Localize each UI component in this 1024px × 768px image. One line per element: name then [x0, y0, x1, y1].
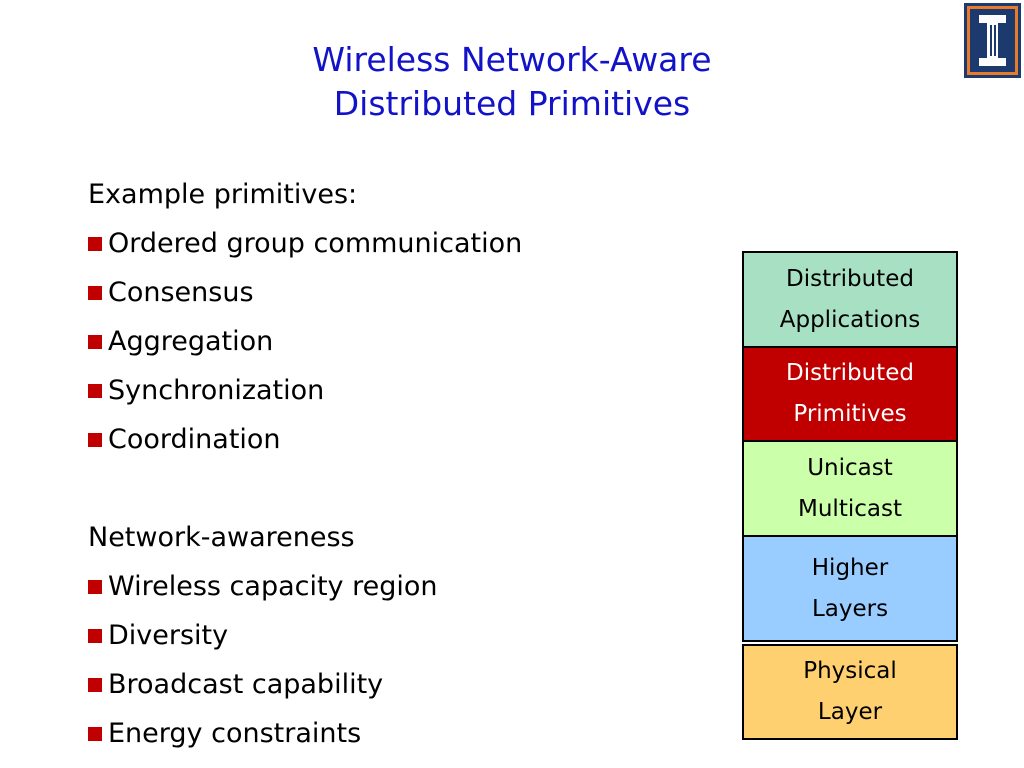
bullet-content: Example primitives: Ordered group commun…	[88, 170, 522, 758]
layer-distributed-primitives: Distributed Primitives	[742, 346, 958, 442]
illinois-logo-icon	[964, 3, 1021, 78]
section-heading-network-awareness: Network-awareness	[88, 522, 355, 553]
layer-unicast-multicast: Unicast Multicast	[742, 440, 958, 537]
section-heading-primitives: Example primitives:	[88, 179, 358, 210]
layer-label-line-2: Layers	[811, 595, 889, 622]
bullet-item: Ordered group communication	[88, 219, 522, 268]
bullet-text: Ordered group communication	[108, 228, 523, 259]
layer-label-line-1: Unicast	[807, 454, 893, 481]
bullet-text: Coordination	[108, 424, 281, 455]
bullet-item: Coordination	[88, 415, 522, 464]
bullet-item: Broadcast capability	[88, 660, 522, 709]
bullet-text: Diversity	[108, 620, 229, 651]
layer-physical-layer: Physical Layer	[742, 644, 958, 740]
bullet-item: Aggregation	[88, 317, 522, 366]
section-spacer	[88, 464, 522, 513]
layer-label-line-1: Physical	[803, 658, 897, 684]
layer-higher-layers: Higher Layers	[742, 535, 958, 642]
square-bullet-icon	[88, 677, 102, 692]
bullet-item: Diversity	[88, 611, 522, 660]
layer-label-line-1: Higher	[811, 554, 889, 581]
bullet-text: Energy constraints	[108, 718, 362, 749]
square-bullet-icon	[88, 334, 102, 349]
bullet-text: Wireless capacity region	[108, 571, 438, 602]
bullet-item: Synchronization	[88, 366, 522, 415]
slide-title-line-2: Distributed Primitives	[333, 84, 691, 123]
square-bullet-icon	[88, 383, 102, 398]
layer-label-line-1: Distributed	[786, 265, 914, 292]
square-bullet-icon	[88, 726, 102, 741]
bullet-item: Wireless capacity region	[88, 562, 522, 611]
layer-label-line-1: Distributed	[786, 360, 914, 386]
bullet-text: Synchronization	[108, 375, 325, 406]
bullet-item: Consensus	[88, 268, 522, 317]
square-bullet-icon	[88, 628, 102, 643]
bullet-text: Broadcast capability	[108, 669, 384, 700]
square-bullet-icon	[88, 432, 102, 447]
bullet-item: Energy constraints	[88, 709, 522, 758]
layer-label-line-2: Primitives	[793, 401, 907, 427]
layer-distributed-applications: Distributed Applications	[742, 251, 958, 348]
square-bullet-icon	[88, 236, 102, 251]
slide-title: Wireless Network-Aware Distributed Primi…	[0, 38, 1024, 126]
square-bullet-icon	[88, 579, 102, 594]
layer-label-line-2: Applications	[779, 306, 921, 333]
slide-title-line-1: Wireless Network-Aware	[312, 40, 712, 79]
square-bullet-icon	[88, 285, 102, 300]
layer-label-line-2: Multicast	[798, 495, 902, 522]
layer-label-line-2: Layer	[817, 699, 883, 725]
bullet-text: Aggregation	[108, 326, 274, 357]
bullet-text: Consensus	[108, 277, 254, 308]
